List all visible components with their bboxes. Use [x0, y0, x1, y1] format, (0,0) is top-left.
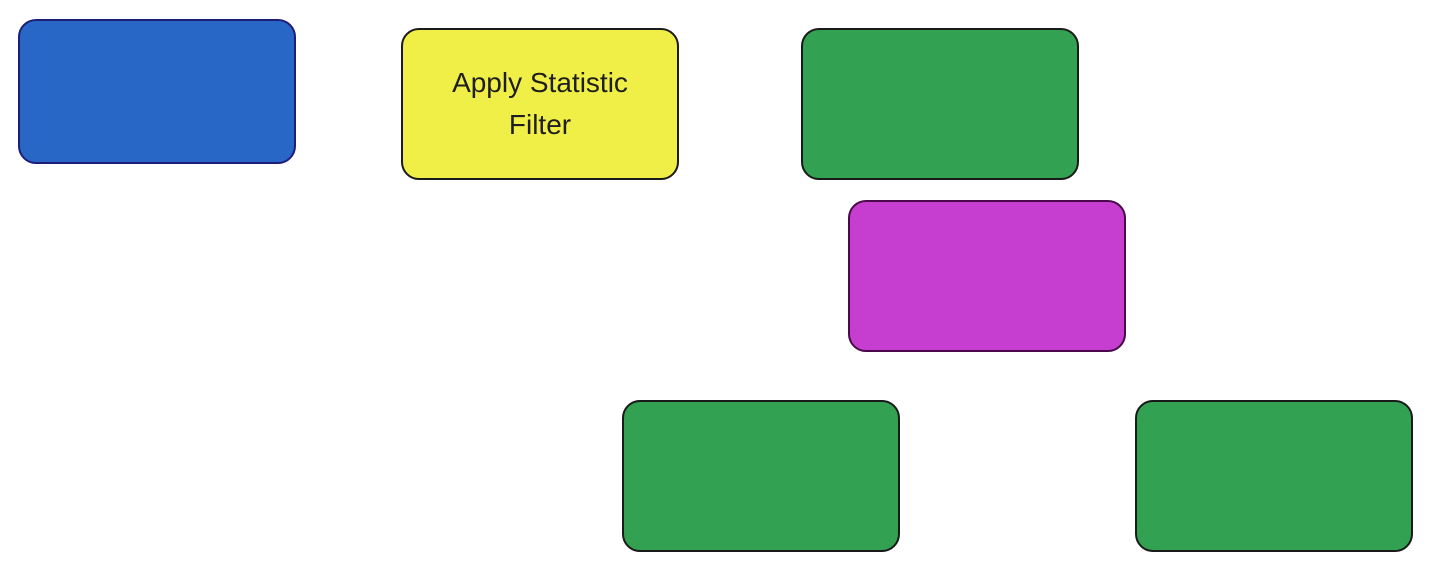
green-process-box-top[interactable]	[801, 28, 1079, 180]
apply-statistic-filter-box[interactable]: Apply Statistic Filter	[401, 28, 679, 180]
magenta-process-box[interactable]	[848, 200, 1126, 352]
node-label: Apply Statistic Filter	[452, 67, 628, 140]
blue-process-box[interactable]	[18, 19, 296, 164]
green-process-box-bottom-left[interactable]	[622, 400, 900, 552]
green-process-box-bottom-right[interactable]	[1135, 400, 1413, 552]
